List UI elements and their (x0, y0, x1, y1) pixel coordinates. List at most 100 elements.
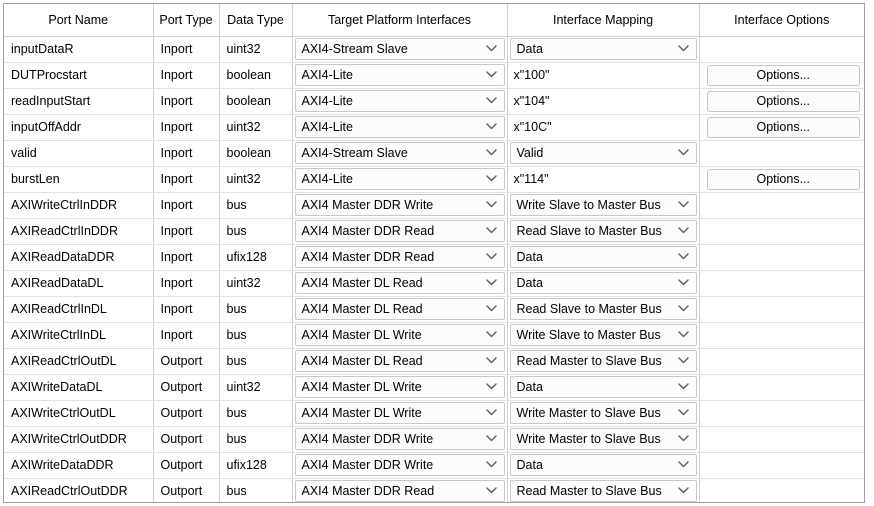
interface-mapping-input[interactable]: x"10C" (507, 115, 698, 139)
cell-target-platform-interface[interactable]: AXI4 Master DDR Write (292, 192, 508, 219)
column-header-port-type[interactable]: Port Type (153, 4, 220, 37)
cell-interface-options[interactable] (699, 218, 864, 245)
cell-target-platform-interface[interactable]: AXI4-Stream Slave (292, 36, 508, 63)
interface-mapping-combobox[interactable]: Read Slave to Master Bus (509, 298, 697, 320)
cell-interface-options[interactable] (699, 400, 864, 427)
interface-mapping-combobox[interactable]: Write Master to Slave Bus (509, 402, 697, 424)
cell-interface-options[interactable]: Options... (699, 88, 864, 115)
interface-mapping-input[interactable]: x"100" (507, 63, 698, 87)
cell-interface-mapping[interactable]: x"104" (507, 88, 700, 115)
interface-mapping-combobox[interactable]: Data (509, 38, 697, 60)
cell-interface-mapping[interactable]: Read Master to Slave Bus (507, 348, 700, 375)
cell-interface-mapping[interactable]: Valid (507, 140, 700, 167)
cell-target-platform-interface[interactable]: AXI4 Master DDR Write (292, 452, 508, 479)
target-platform-interface-combobox[interactable]: AXI4 Master DL Write (294, 324, 505, 346)
cell-interface-options[interactable] (699, 140, 864, 167)
interface-options-button[interactable]: Options... (706, 116, 860, 138)
cell-interface-options[interactable] (699, 426, 864, 453)
target-platform-interface-combobox[interactable]: AXI4-Lite (294, 64, 505, 86)
cell-interface-options[interactable] (699, 374, 864, 401)
cell-interface-mapping[interactable]: Read Slave to Master Bus (507, 296, 700, 323)
interface-mapping-combobox[interactable]: Write Slave to Master Bus (509, 194, 697, 216)
column-header-port-name[interactable]: Port Name (4, 4, 154, 37)
cell-interface-options[interactable]: Options... (699, 114, 864, 141)
cell-interface-options[interactable] (699, 270, 864, 297)
cell-target-platform-interface[interactable]: AXI4 Master DL Read (292, 296, 508, 323)
cell-interface-options[interactable] (699, 244, 864, 271)
column-header-interface-mapping[interactable]: Interface Mapping (507, 4, 700, 37)
cell-target-platform-interface[interactable]: AXI4-Stream Slave (292, 140, 508, 167)
target-platform-interface-combobox[interactable]: AXI4-Stream Slave (294, 142, 505, 164)
interface-mapping-combobox[interactable]: Valid (509, 142, 697, 164)
target-platform-interface-combobox[interactable]: AXI4 Master DDR Read (294, 246, 505, 268)
target-platform-interface-combobox[interactable]: AXI4-Lite (294, 90, 505, 112)
cell-target-platform-interface[interactable]: AXI4-Lite (292, 62, 508, 89)
interface-mapping-combobox[interactable]: Data (509, 376, 697, 398)
target-platform-interface-combobox[interactable]: AXI4 Master DL Read (294, 350, 505, 372)
cell-interface-options[interactable] (699, 296, 864, 323)
cell-interface-mapping[interactable]: Data (507, 36, 700, 63)
interface-mapping-combobox[interactable]: Data (509, 246, 697, 268)
cell-target-platform-interface[interactable]: AXI4-Lite (292, 88, 508, 115)
cell-interface-mapping[interactable]: x"114" (507, 166, 700, 193)
cell-target-platform-interface[interactable]: AXI4 Master DDR Read (292, 218, 508, 245)
target-platform-interface-combobox[interactable]: AXI4-Lite (294, 168, 505, 190)
cell-target-platform-interface[interactable]: AXI4 Master DDR Read (292, 478, 508, 502)
cell-interface-options[interactable] (699, 36, 864, 63)
cell-target-platform-interface[interactable]: AXI4 Master DL Write (292, 322, 508, 349)
cell-interface-options[interactable]: Options... (699, 62, 864, 89)
cell-interface-options[interactable] (699, 478, 864, 502)
cell-interface-options[interactable] (699, 322, 864, 349)
cell-interface-mapping[interactable]: Read Master to Slave Bus (507, 478, 700, 502)
cell-interface-mapping[interactable]: Write Master to Slave Bus (507, 400, 700, 427)
cell-interface-mapping[interactable]: Data (507, 374, 700, 401)
cell-target-platform-interface[interactable]: AXI4-Lite (292, 166, 508, 193)
target-platform-interface-combobox[interactable]: AXI4 Master DL Read (294, 272, 505, 294)
interface-options-button[interactable]: Options... (706, 64, 860, 86)
interface-mapping-combobox[interactable]: Read Master to Slave Bus (509, 480, 697, 502)
cell-target-platform-interface[interactable]: AXI4 Master DL Write (292, 400, 508, 427)
cell-interface-mapping[interactable]: x"10C" (507, 114, 700, 141)
cell-interface-options[interactable] (699, 452, 864, 479)
target-platform-interface-combobox[interactable]: AXI4 Master DL Write (294, 402, 505, 424)
interface-mapping-combobox[interactable]: Write Master to Slave Bus (509, 428, 697, 450)
target-platform-interface-combobox[interactable]: AXI4 Master DDR Write (294, 428, 505, 450)
cell-target-platform-interface[interactable]: AXI4-Lite (292, 114, 508, 141)
cell-interface-options[interactable]: Options... (699, 166, 864, 193)
column-header-target-platform-interfaces[interactable]: Target Platform Interfaces (292, 4, 508, 37)
cell-target-platform-interface[interactable]: AXI4 Master DL Read (292, 270, 508, 297)
cell-target-platform-interface[interactable]: AXI4 Master DDR Write (292, 426, 508, 453)
target-platform-interface-combobox[interactable]: AXI4-Stream Slave (294, 38, 505, 60)
interface-mapping-combobox[interactable]: Data (509, 454, 697, 476)
target-platform-interface-combobox[interactable]: AXI4 Master DDR Read (294, 220, 505, 242)
cell-interface-options[interactable] (699, 348, 864, 375)
cell-interface-mapping[interactable]: Data (507, 452, 700, 479)
cell-interface-options[interactable] (699, 192, 864, 219)
target-platform-interface-combobox[interactable]: AXI4-Lite (294, 116, 505, 138)
cell-interface-mapping[interactable]: Data (507, 270, 700, 297)
target-platform-interface-combobox[interactable]: AXI4 Master DDR Write (294, 454, 505, 476)
cell-interface-mapping[interactable]: Write Master to Slave Bus (507, 426, 700, 453)
interface-mapping-combobox[interactable]: Data (509, 272, 697, 294)
cell-target-platform-interface[interactable]: AXI4 Master DL Write (292, 374, 508, 401)
cell-interface-mapping[interactable]: Data (507, 244, 700, 271)
column-header-interface-options[interactable]: Interface Options (699, 4, 864, 37)
target-platform-interface-combobox[interactable]: AXI4 Master DL Read (294, 298, 505, 320)
cell-interface-mapping[interactable]: Write Slave to Master Bus (507, 322, 700, 349)
